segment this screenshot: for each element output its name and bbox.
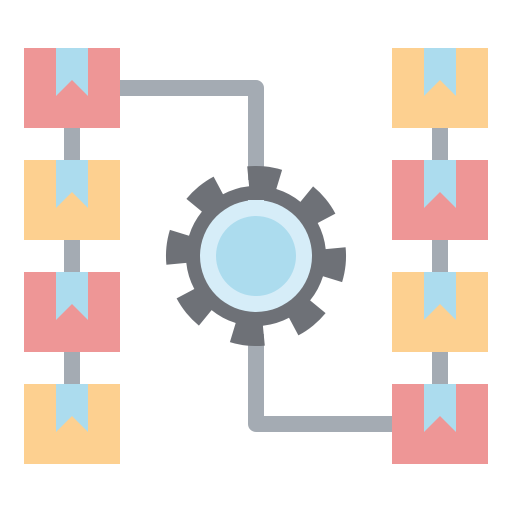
connector-gear-to-bottom-right xyxy=(248,334,392,432)
box-tape xyxy=(424,272,456,320)
package-box-icon xyxy=(24,160,120,240)
dial-inner-face xyxy=(216,216,296,296)
box-tape xyxy=(56,384,88,432)
box-tape xyxy=(56,48,88,96)
box-tape xyxy=(424,48,456,96)
box-tape xyxy=(56,272,88,320)
gear-icon xyxy=(165,165,347,347)
box-tape xyxy=(424,384,456,432)
right-box-column xyxy=(392,48,488,464)
connector-top-left-to-gear xyxy=(120,80,264,180)
package-box-icon xyxy=(392,48,488,128)
package-box-icon xyxy=(392,384,488,464)
box-tape xyxy=(56,160,88,208)
package-box-icon xyxy=(24,272,120,352)
left-box-column xyxy=(24,48,120,464)
package-box-icon xyxy=(392,272,488,352)
package-box-icon xyxy=(24,384,120,464)
package-box-icon xyxy=(24,48,120,128)
dial-notch xyxy=(248,200,264,216)
package-box-icon xyxy=(392,160,488,240)
box-tape xyxy=(424,160,456,208)
